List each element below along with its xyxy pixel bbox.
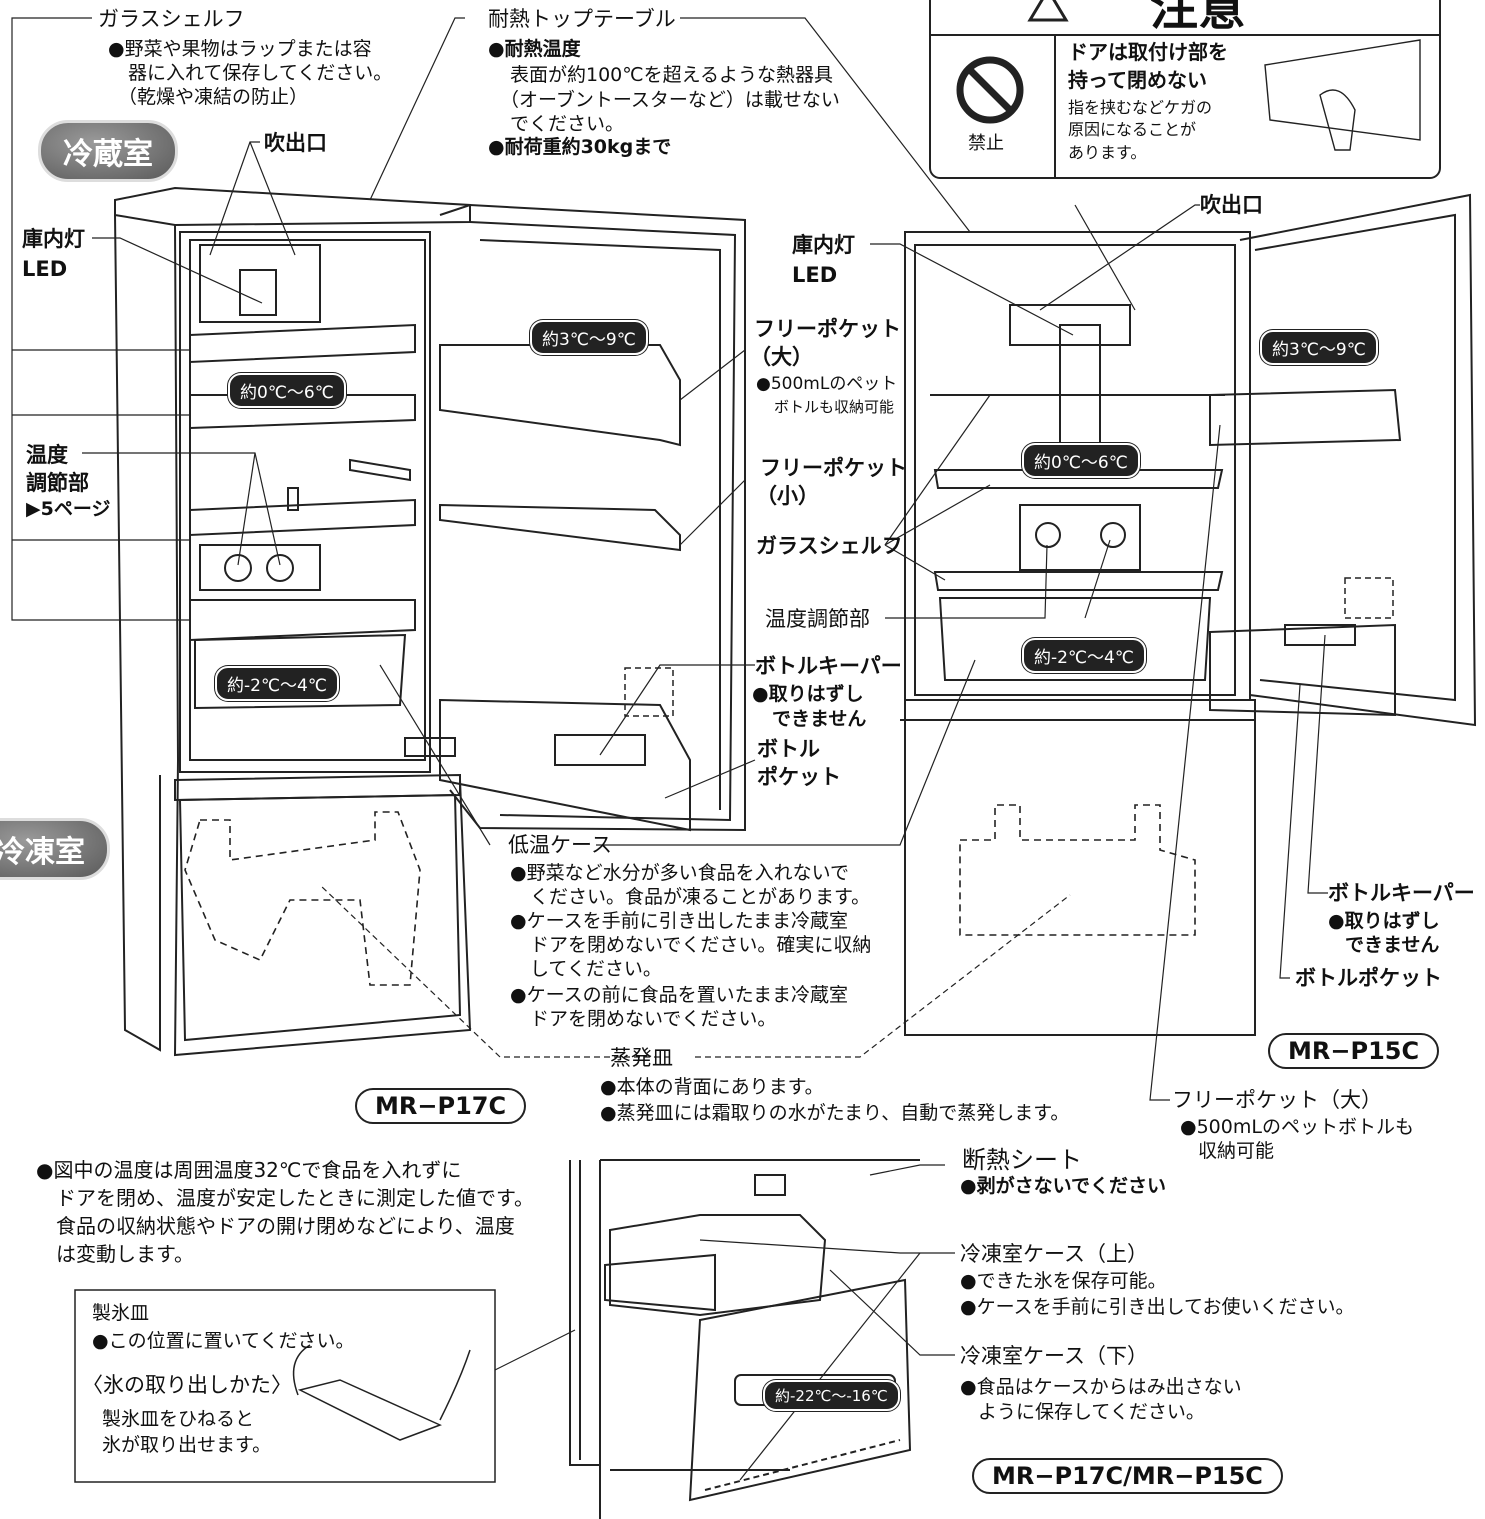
temp-chill-right: 約0℃〜6℃ [1022, 443, 1140, 478]
ice-tray-title: 製氷皿 [92, 1302, 150, 1324]
free-pocket-large-2: （大） [750, 345, 813, 369]
temp-low-right: 約-2℃〜4℃ [1022, 638, 1146, 673]
low-temp-note-7: ドアを閉めないでください。 [530, 1008, 777, 1030]
ice-tray-box [74, 1289, 496, 1483]
glass-note-3: （乾燥や凍結の防止） [118, 86, 309, 108]
freezer-lower-note-2: ように保存してください。 [978, 1401, 1205, 1423]
free-pocket-small-1: フリーポケット [760, 456, 907, 480]
temp-ctrl-label-right: 温度調節部 [765, 607, 870, 631]
freezer-upper-note-1: ●できた氷を保存可能。 [960, 1270, 1167, 1292]
ice-tray-note: ●この位置に置いてください。 [92, 1330, 355, 1352]
temp-ctrl-label-2: 調節部 [26, 471, 89, 495]
ice-tray-hands [292, 1344, 471, 1441]
bottle-keeper-note-right-1: ●取りはずし [1328, 910, 1440, 932]
free-pocket-label-right: フリーポケット（大） [1172, 1088, 1382, 1112]
temp-freezer: 約-22℃〜-16℃ [763, 1380, 900, 1411]
freezer-drawer-drawing [569, 1159, 920, 1519]
footnote-4: は変動します。 [56, 1242, 194, 1266]
footnote-3: 食品の収納状態やドアの開け閉めなどにより、温度 [56, 1214, 515, 1238]
free-pocket-note-right-2: 収納可能 [1198, 1140, 1275, 1162]
right-fridge-drawing [900, 193, 1477, 1036]
insulation-sheet-note: ●剥がさないでください [960, 1175, 1167, 1197]
low-temp-note-2: ください。食品が凍ることがあります。 [530, 886, 871, 908]
lamp-label-right-1: 庫内灯 [792, 233, 855, 257]
caution-heading-2: 持って閉めない [1068, 68, 1207, 92]
temp-door-right: 約3℃〜9℃ [1260, 330, 1378, 365]
caution-heading-1: ドアは取付け部を [1068, 40, 1228, 64]
fridge-section-badge: 冷蔵室 [38, 120, 178, 182]
evap-note-2: ●蒸発皿には霜取りの水がたまり、自動で蒸発します。 [600, 1102, 1070, 1124]
bottle-keeper-note-right-2: できません [1345, 934, 1440, 956]
vent-label-left: 吹出口 [264, 131, 327, 155]
caution-title: 注意 [1150, 0, 1247, 36]
lamp-label-left-1: 庫内灯 [22, 227, 85, 251]
top-table-line-1: ●耐熱温度 [488, 38, 581, 60]
temp-ctrl-label-1: 温度 [26, 443, 68, 467]
insulation-sheet-label: 断熱シート [962, 1146, 1082, 1174]
caution-body-2: 原因になることが [1068, 120, 1197, 139]
low-temp-note-5: してください。 [530, 958, 662, 980]
low-temp-note-1: ●野菜など水分が多い食品を入れないで [510, 862, 850, 884]
freezer-section-badge: 冷凍室 [0, 818, 110, 880]
low-temp-note-4: ドアを閉めないでください。確実に収納 [530, 934, 872, 956]
footnote-1: ●図中の温度は周囲温度32℃で食品を入れずに [36, 1158, 462, 1182]
caution-body-1: 指を挟むなどケガの [1068, 98, 1213, 117]
footnote-2: ドアを閉め、温度が安定したときに測定した値です。 [56, 1186, 534, 1210]
temp-low-left: 約-2℃〜4℃ [215, 666, 339, 701]
freezer-lower-label: 冷凍室ケース（下） [960, 1344, 1148, 1368]
temp-chill-left: 約0℃〜6℃ [228, 373, 346, 408]
temp-ctrl-label-3: ▶5ページ [26, 498, 111, 520]
top-table-line-4: でください。 [510, 113, 625, 135]
ice-tray-sub: 〈氷の取り出しかた〉 [82, 1373, 292, 1397]
model-badge-p15: MR−P15C [1268, 1033, 1440, 1069]
bottle-keeper-label-left: ボトルキーパー [755, 654, 902, 678]
prohibit-label: 禁止 [968, 133, 1004, 154]
glass-shelf-label-right: ガラスシェルフ [756, 534, 903, 558]
temp-door-left: 約3℃〜9℃ [530, 320, 648, 355]
glass-note-1: ●野菜や果物はラップまたは容 [108, 38, 372, 60]
top-table-title: 耐熱トップテーブル [488, 7, 676, 31]
bottle-keeper-note-left-1: ●取りはずし [752, 683, 864, 705]
freezer-lower-note-1: ●食品はケースからはみ出さない [960, 1376, 1242, 1398]
vent-label-right: 吹出口 [1200, 193, 1263, 217]
model-badge-p17: MR−P17C [355, 1088, 527, 1124]
caution-body-3: あります。 [1068, 143, 1147, 162]
free-pocket-large-note-1: ●500mLのペット [756, 374, 898, 394]
model-badge-both: MR−P17C/MR−P15C [972, 1458, 1283, 1494]
leader-lines [11, 17, 1328, 1481]
caution-box-frame [929, 0, 1441, 179]
lamp-label-left-2: LED [22, 257, 68, 281]
top-table-line-2: 表面が約100℃を超えるような熱器具 [510, 64, 834, 86]
low-temp-note-3: ●ケースを手前に引き出したまま冷蔵室 [510, 910, 849, 932]
free-pocket-large-1: フリーポケット [754, 317, 901, 341]
top-table-line-5: ●耐荷重約30kgまで [488, 136, 672, 158]
evap-note-1: ●本体の背面にあります。 [600, 1076, 824, 1098]
freezer-upper-note-2: ●ケースを手前に引き出してお使いください。 [960, 1296, 1355, 1318]
bottle-keeper-note-left-2: できません [772, 708, 867, 730]
free-pocket-small-2: （小） [756, 484, 819, 508]
lamp-label-right-2: LED [792, 263, 838, 287]
low-temp-case-label: 低温ケース [508, 833, 612, 857]
bottle-keeper-label-right: ボトルキーパー [1328, 881, 1475, 905]
bottle-pocket-label-left-2: ポケット [757, 765, 841, 789]
bottle-pocket-label-right: ボトルポケット [1295, 966, 1442, 990]
ice-tray-desc-1: 製氷皿をひねると [102, 1408, 255, 1430]
left-fridge-drawing [114, 186, 746, 1057]
freezer-upper-label: 冷凍室ケース（上） [960, 1242, 1148, 1266]
free-pocket-large-note-2: ボトルも収納可能 [774, 398, 895, 416]
free-pocket-note-right-1: ●500mLのペットボトルも [1180, 1116, 1414, 1138]
glass-note-2: 器に入れて保存してください。 [128, 62, 393, 84]
bottle-pocket-label-left-1: ボトル [757, 737, 820, 761]
low-temp-note-6: ●ケースの前に食品を置いたまま冷蔵室 [510, 984, 849, 1006]
evaporation-tray-label: 蒸発皿 [610, 1046, 673, 1070]
top-table-line-3: （オーブントースターなど）は載せない [500, 89, 840, 111]
ice-tray-desc-2: 氷が取り出せます。 [102, 1434, 272, 1456]
glass-shelf-label: ガラスシェルフ [98, 7, 245, 31]
